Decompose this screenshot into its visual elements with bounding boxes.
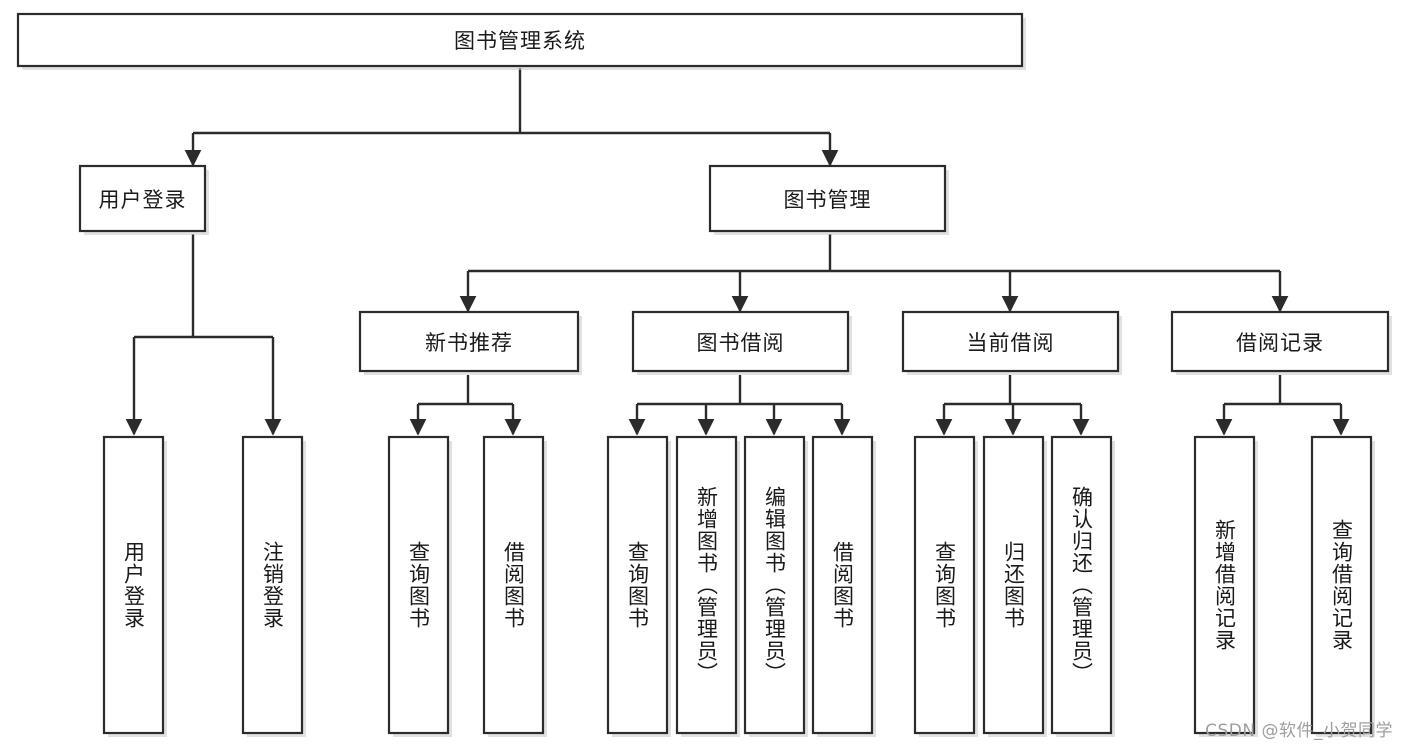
node-leaf-logout[interactable]	[241, 435, 304, 735]
node-leaf-query-book-3[interactable]	[913, 435, 976, 735]
node-book-manage[interactable]	[708, 164, 947, 233]
node-leaf-add-record[interactable]	[1193, 435, 1256, 735]
node-leaf-confirm-return[interactable]	[1050, 435, 1113, 735]
node-new-book-rec[interactable]	[358, 310, 580, 373]
node-leaf-borrow-book-2[interactable]	[811, 435, 874, 735]
node-leaf-query-book-1[interactable]	[387, 435, 450, 735]
node-user-login[interactable]	[78, 164, 207, 233]
connector-layer	[125, 68, 1350, 436]
node-leaf-borrow-book-1[interactable]	[482, 435, 545, 735]
node-root[interactable]	[16, 12, 1024, 68]
node-leaf-query-book-2[interactable]	[606, 435, 669, 735]
node-book-borrow[interactable]	[631, 310, 850, 373]
node-leaf-user-login[interactable]	[102, 435, 165, 735]
node-current-borrow[interactable]	[901, 310, 1120, 373]
node-leaf-query-record[interactable]	[1310, 435, 1373, 735]
node-borrow-record[interactable]	[1170, 310, 1390, 373]
node-leaf-return-book[interactable]	[982, 435, 1045, 735]
node-leaf-edit-book[interactable]	[743, 435, 806, 735]
node-leaf-add-book[interactable]	[675, 435, 738, 735]
box-layer	[16, 12, 1390, 735]
